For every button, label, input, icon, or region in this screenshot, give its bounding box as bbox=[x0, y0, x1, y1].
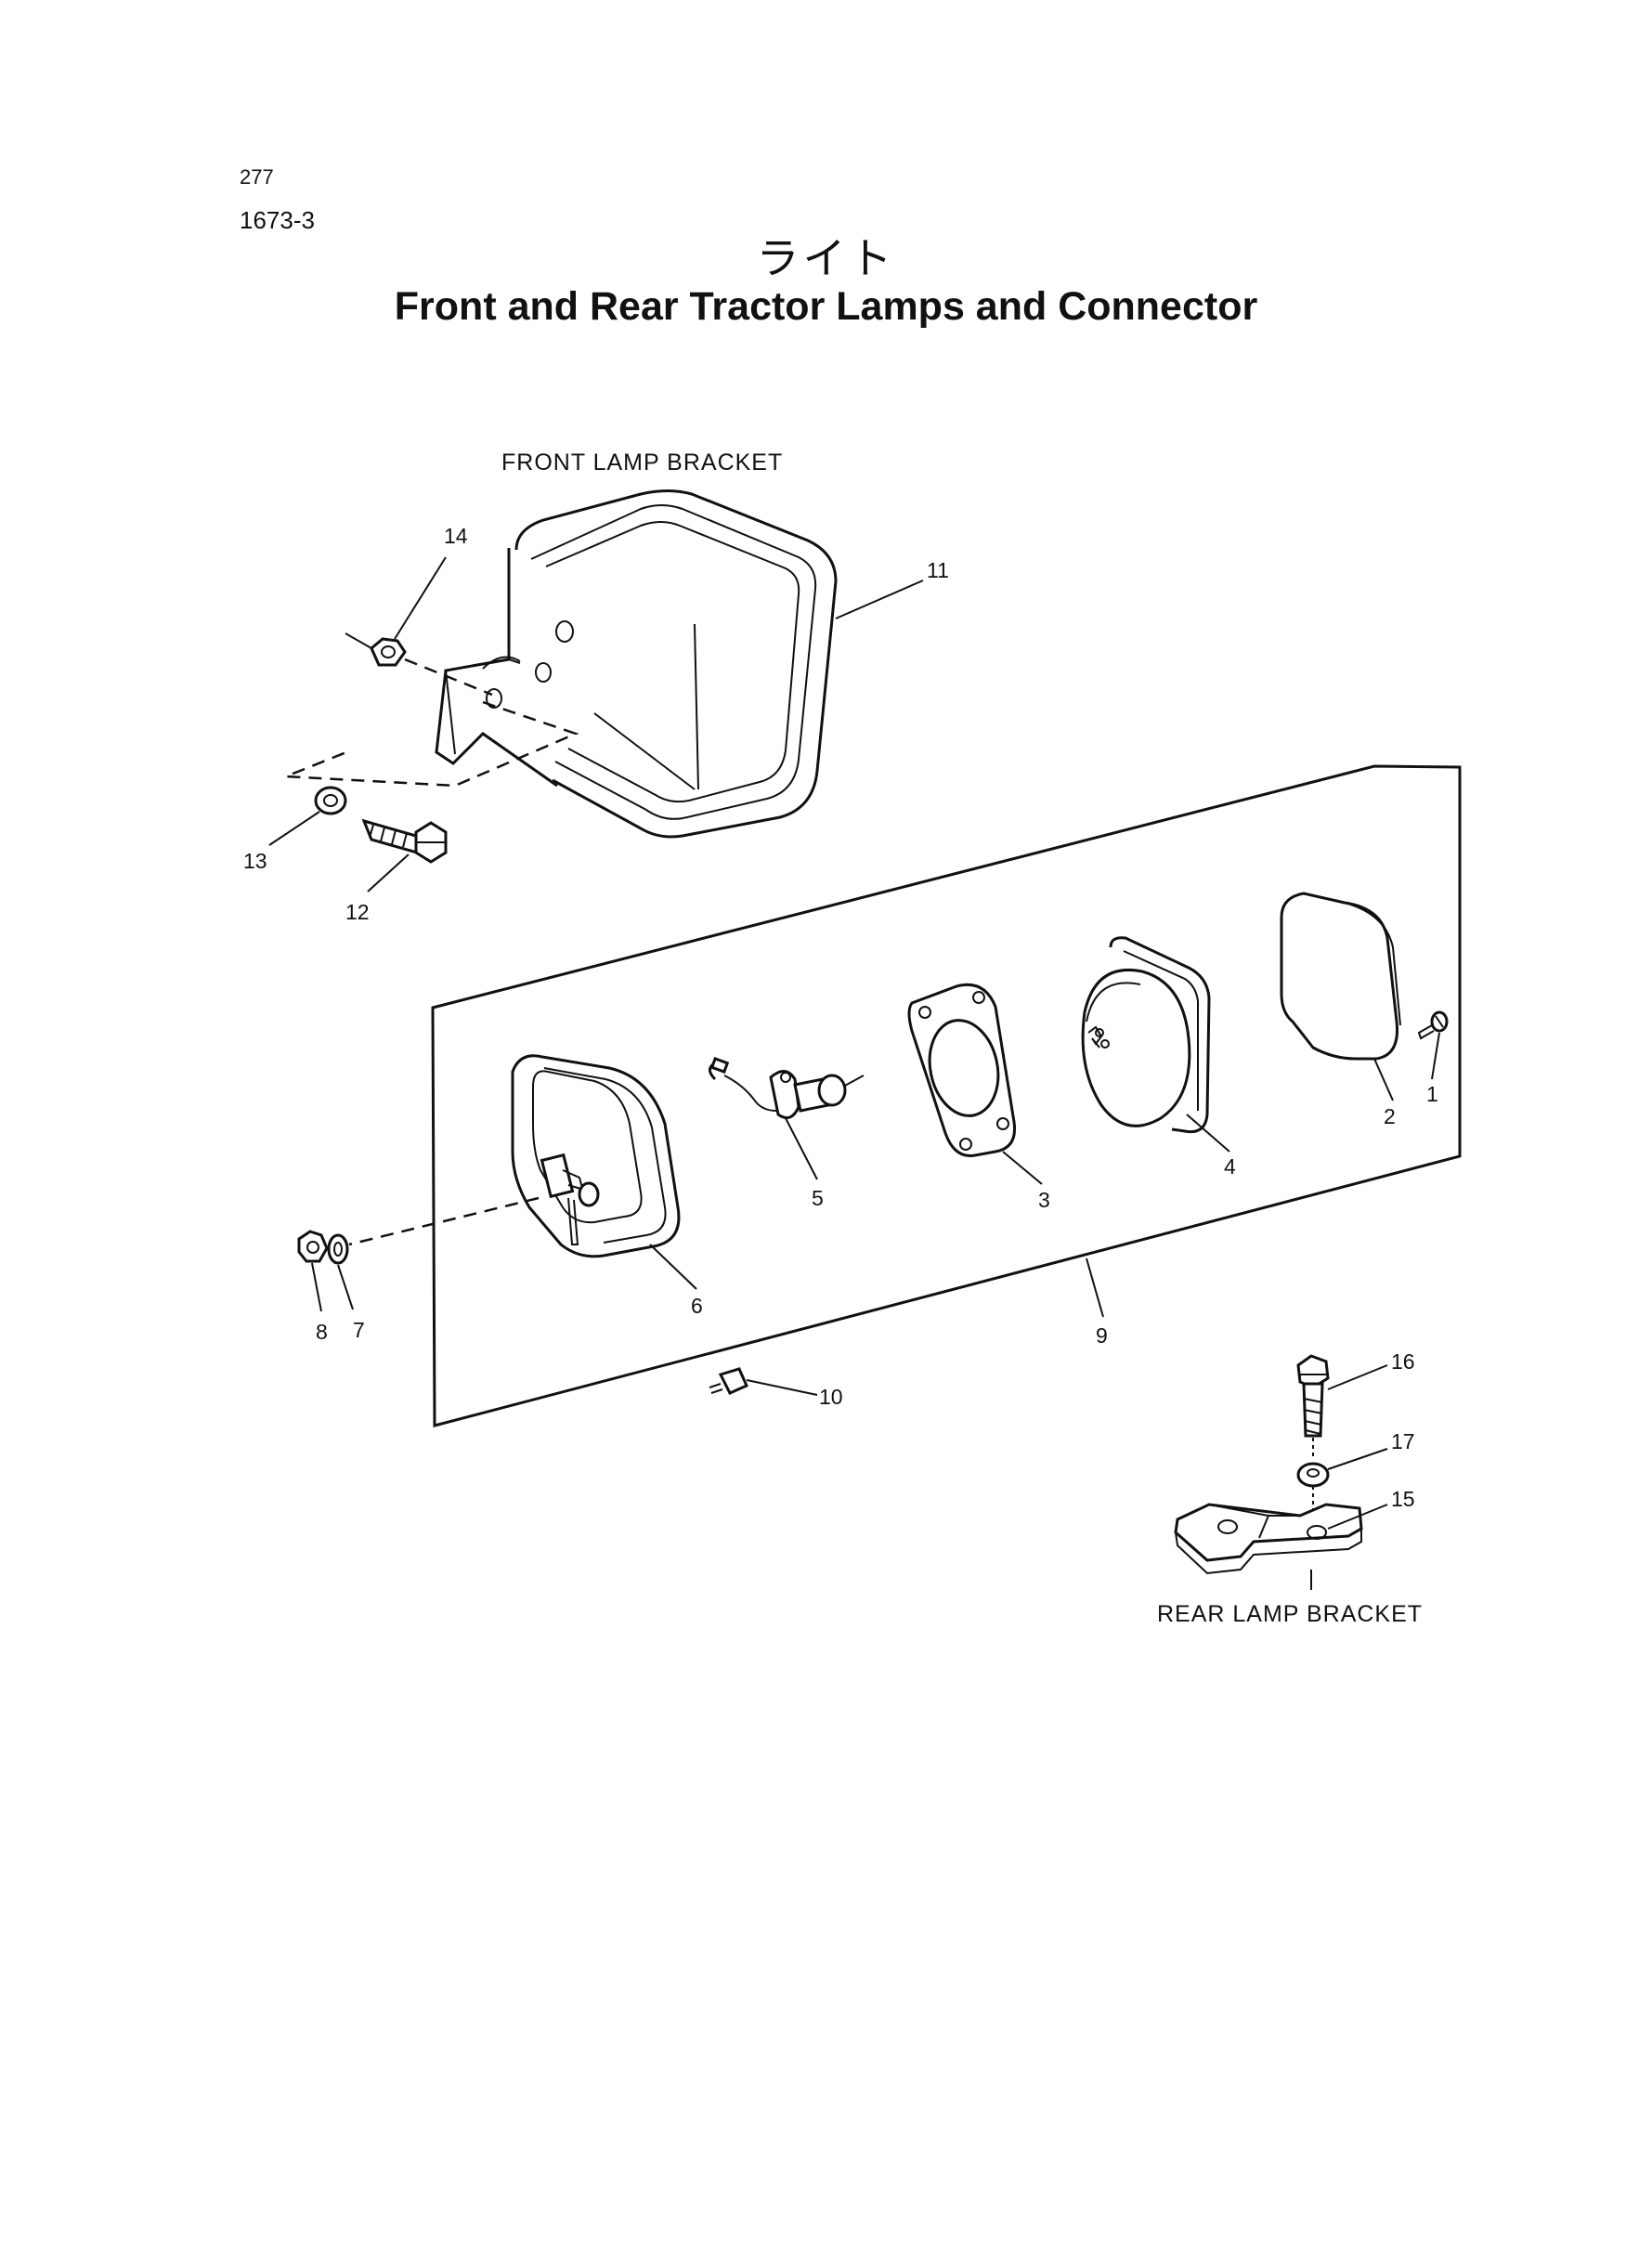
rear-lamp-bracket-caption: REAR LAMP BRACKET bbox=[1157, 1601, 1423, 1627]
callout-16: 16 bbox=[1391, 1349, 1415, 1374]
washer-part-13 bbox=[314, 786, 347, 815]
nut-part-14 bbox=[370, 637, 407, 667]
lens-part-2 bbox=[1280, 892, 1401, 1061]
callout-14: 14 bbox=[444, 524, 468, 548]
title-english: Front and Rear Tractor Lamps and Connect… bbox=[394, 284, 1258, 329]
callout-17: 17 bbox=[1391, 1429, 1415, 1453]
washer-part-17 bbox=[1296, 1462, 1330, 1488]
callout-12: 12 bbox=[345, 900, 370, 924]
callout-5: 5 bbox=[812, 1186, 824, 1210]
figure-code: 1673-3 bbox=[240, 206, 315, 234]
callout-2: 2 bbox=[1384, 1104, 1396, 1128]
callout-9: 9 bbox=[1096, 1323, 1108, 1348]
callout-6: 6 bbox=[691, 1294, 703, 1318]
callout-1: 1 bbox=[1426, 1082, 1438, 1106]
front-lamp-bracket-caption: FRONT LAMP BRACKET bbox=[501, 449, 783, 476]
screw-part-1 bbox=[1417, 1010, 1449, 1040]
callout-13: 13 bbox=[243, 849, 267, 873]
callout-10: 10 bbox=[819, 1385, 843, 1409]
callout-7: 7 bbox=[353, 1318, 365, 1342]
front-lamp-bracket-part-11 bbox=[435, 489, 838, 839]
rear-bracket-plate-part-15 bbox=[1174, 1503, 1363, 1575]
callout-15: 15 bbox=[1391, 1487, 1415, 1511]
callout-8: 8 bbox=[316, 1320, 328, 1344]
callout-3: 3 bbox=[1038, 1188, 1050, 1212]
callout-4: 4 bbox=[1224, 1154, 1236, 1179]
callout-11: 11 bbox=[927, 558, 949, 582]
washer-part-7 bbox=[327, 1233, 349, 1265]
title-japanese: ライト bbox=[756, 233, 896, 283]
bolt-part-12 bbox=[361, 818, 448, 864]
gasket-part-3 bbox=[907, 983, 1017, 1157]
bulb-socket-part-5 bbox=[709, 1056, 865, 1120]
nut-part-8 bbox=[297, 1230, 329, 1263]
connector-part-10 bbox=[709, 1367, 748, 1395]
bolt-part-16 bbox=[1296, 1354, 1330, 1438]
lamp-housing-part-4 bbox=[1081, 936, 1211, 1134]
lamp-body-part-6 bbox=[511, 1054, 681, 1258]
page-number: 277 bbox=[240, 165, 274, 189]
assembly-panel-part-9 bbox=[431, 764, 1462, 1427]
